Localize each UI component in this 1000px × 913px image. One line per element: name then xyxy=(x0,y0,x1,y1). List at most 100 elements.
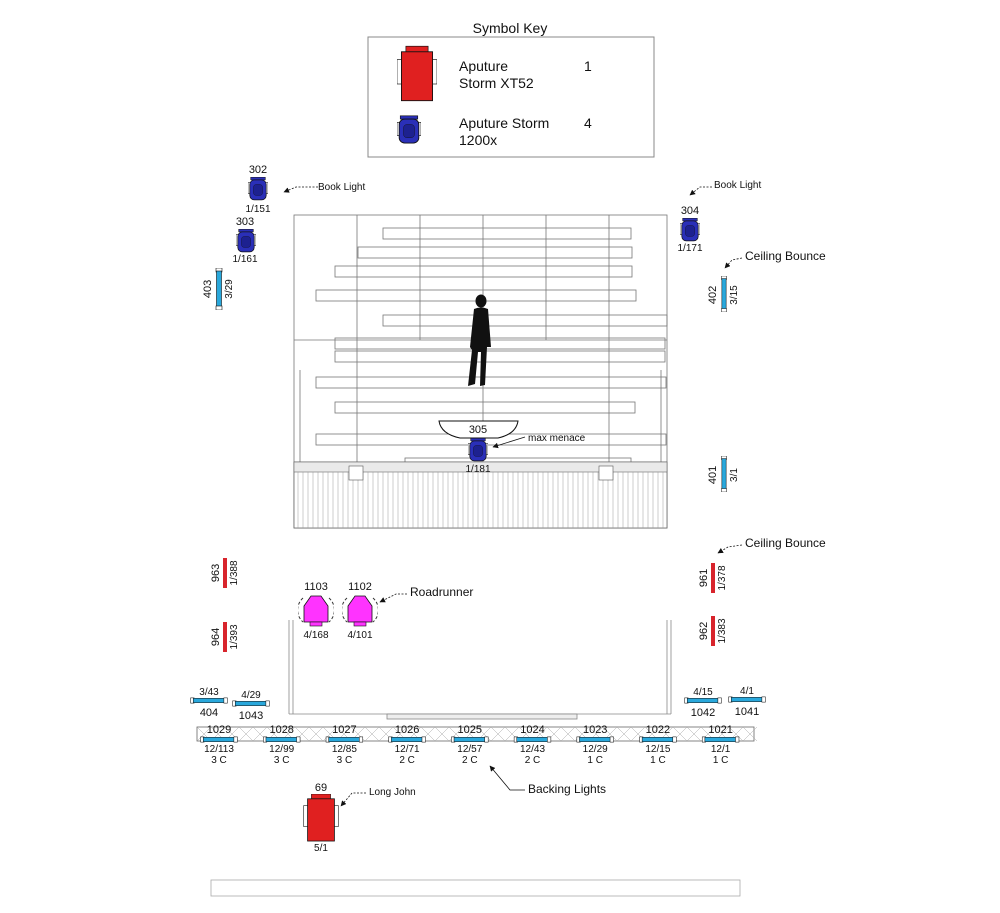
fixture-1102: 1102 4/101 xyxy=(342,581,378,641)
tube-icon xyxy=(639,736,677,743)
fixture-304: 304 1/171 xyxy=(677,205,702,254)
backing-light-circuit: 2 C xyxy=(525,755,541,766)
tube-962-number: 962 xyxy=(698,622,710,640)
tube-1041-icon xyxy=(728,696,766,703)
tube-963-number: 963 xyxy=(210,564,222,582)
tube-964-number: 964 xyxy=(210,628,222,646)
backing-light-address: 12/1 xyxy=(711,744,731,755)
fixture-304-address: 1/171 xyxy=(677,243,702,254)
ceiling-bounce-top: Ceiling Bounce xyxy=(724,249,826,269)
tube-964-icon xyxy=(223,622,227,652)
book-light-right: Book Light xyxy=(689,180,761,196)
storm-1200x-fixture-icon xyxy=(236,229,256,253)
fixture-305-icon xyxy=(468,438,488,462)
ceiling-bounce-top-label: Ceiling Bounce xyxy=(745,249,826,263)
backing-light-number: 1025 xyxy=(458,724,482,736)
storm-1200x-fixture-icon xyxy=(680,218,700,242)
tube-962-icon xyxy=(711,616,715,646)
backing-light-address: 12/85 xyxy=(332,744,357,755)
tube-403-number: 403 xyxy=(202,280,214,298)
max-menace-label: max menace xyxy=(528,433,586,444)
backing-light-circuit: 1 C xyxy=(650,755,666,766)
tube-icon xyxy=(451,736,489,743)
fixture-1103: 1103 4/168 xyxy=(298,581,334,641)
fixture-305-number: 305 xyxy=(469,424,487,436)
tube-961-address: 1/378 xyxy=(717,565,728,590)
tube-961-icon xyxy=(711,563,715,593)
tube-404: 3/43 404 xyxy=(190,687,228,719)
tube-icon xyxy=(325,736,364,743)
tube-404-address: 3/43 xyxy=(199,687,219,698)
backing-light-address: 12/15 xyxy=(645,744,670,755)
tube-1041: 4/1 1041 xyxy=(728,686,766,718)
tube-964: 964 1/393 xyxy=(210,622,240,652)
backing-light-number: 1021 xyxy=(708,724,732,736)
tube-1042-icon xyxy=(684,697,722,704)
backing-light-1022: 1022 12/151 C xyxy=(639,724,677,766)
tube-icon xyxy=(576,736,614,743)
tube-961-number: 961 xyxy=(698,569,710,587)
fixture-69-number: 69 xyxy=(315,782,327,794)
tube-1042-number: 1042 xyxy=(691,707,715,719)
tube-403: 403 3/29 xyxy=(202,268,235,310)
ceiling-bounce-bottom-label: Ceiling Bounce xyxy=(745,536,826,550)
fixture-303-number: 303 xyxy=(236,216,254,228)
tube-1043-icon xyxy=(232,700,270,707)
backing-light-number: 1024 xyxy=(520,724,544,736)
backing-light-circuit: 2 C xyxy=(399,755,415,766)
roadrunner-label: Roadrunner xyxy=(410,585,473,599)
roadrunner-fixture-icon xyxy=(298,595,334,627)
fixture-1102-address: 4/101 xyxy=(347,630,372,641)
tube-404-icon xyxy=(190,697,228,704)
stage-deck xyxy=(293,461,668,529)
backing-light-number: 1027 xyxy=(332,724,356,736)
tube-963: 963 1/388 xyxy=(210,558,240,588)
key-1200x-name-2: 1200x xyxy=(459,132,497,148)
backing-light-number: 1023 xyxy=(583,724,607,736)
backing-light-number: 1028 xyxy=(269,724,293,736)
key-1200x-count: 4 xyxy=(584,115,592,131)
backing-light-number: 1022 xyxy=(646,724,670,736)
roadrunner-annotation: Roadrunner xyxy=(379,585,473,603)
lower-stage xyxy=(288,620,672,720)
tube-404-number: 404 xyxy=(200,707,218,719)
storm-1200x-fixture-icon xyxy=(248,177,268,201)
tube-961: 961 1/378 xyxy=(698,563,728,593)
tube-1041-number: 1041 xyxy=(735,706,759,718)
symbol-key: Symbol Key Aputure Storm XT52 1 Aputure … xyxy=(367,20,655,158)
fixture-69: 69 5/1 xyxy=(303,782,339,854)
book-light-right-label: Book Light xyxy=(714,180,761,191)
tube-964-address: 1/393 xyxy=(229,624,240,649)
tube-401: 401 3/1 xyxy=(707,456,740,492)
tube-icon xyxy=(701,736,740,743)
fixture-69-address: 5/1 xyxy=(314,843,328,854)
max-menace: 305 1/181 max menace xyxy=(438,420,586,475)
tube-icon xyxy=(263,736,301,743)
fixture-302-number: 302 xyxy=(249,164,267,176)
tube-1041-address: 4/1 xyxy=(740,686,754,697)
fixture-304-number: 304 xyxy=(681,205,699,217)
fixture-1102-number: 1102 xyxy=(348,581,372,593)
tube-1042-address: 4/15 xyxy=(693,687,713,698)
fixture-302-address: 1/151 xyxy=(245,204,270,215)
fixture-303: 303 1/161 xyxy=(232,216,257,265)
long-john-annotation: Long John xyxy=(340,787,416,807)
symbol-key-title: Symbol Key xyxy=(473,20,548,36)
backing-light-number: 1029 xyxy=(207,724,231,736)
backing-light-circuit: 1 C xyxy=(587,755,603,766)
backing-lights-annotation: Backing Lights xyxy=(489,765,606,796)
tube-1043-address: 4/29 xyxy=(241,690,261,701)
tube-401-icon xyxy=(721,456,727,492)
tube-icon xyxy=(513,736,552,743)
key-1200x-name-1: Aputure Storm xyxy=(459,115,549,131)
tube-962: 962 1/383 xyxy=(698,616,728,646)
storm-xt52-fixture-icon xyxy=(397,45,437,102)
